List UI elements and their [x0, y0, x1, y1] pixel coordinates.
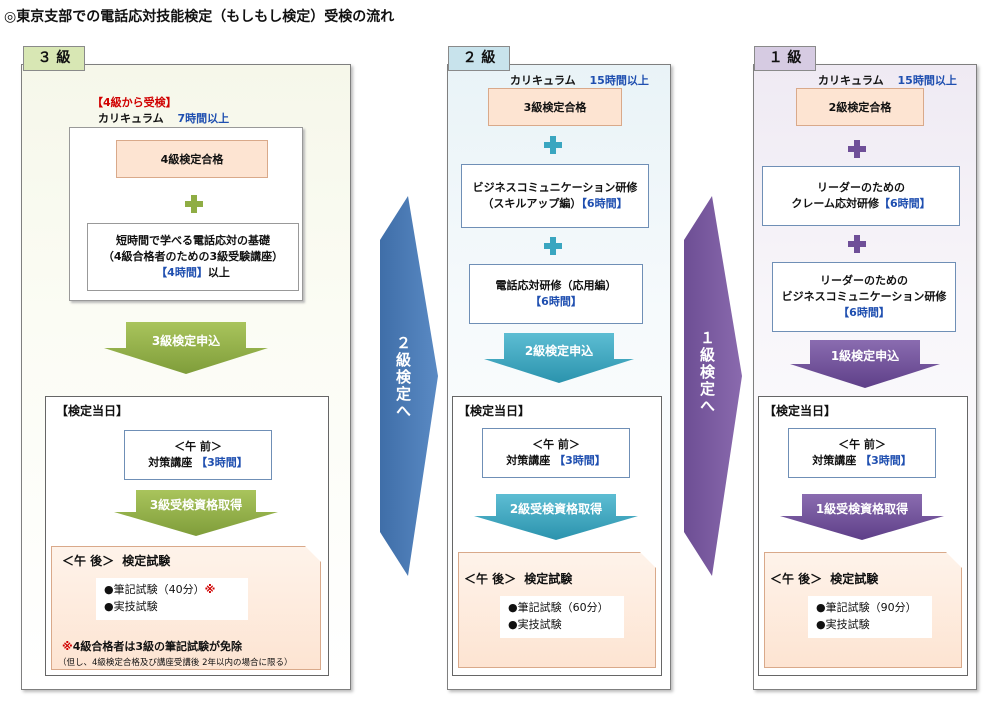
level3-prereq: 4級検定合格	[116, 140, 268, 178]
level2-course1-hours: 【6時間】	[581, 197, 628, 210]
level3-course-box: 短時間で学べる電話応対の基礎 （4級合格者のための3級受験講座） 【4時間】以上	[87, 223, 299, 291]
level1-course1-hours: 【6時間】	[879, 197, 931, 210]
level3-start-label: 【4級から受検】	[92, 96, 177, 109]
level1-course1-line1: リーダーのための	[817, 181, 905, 194]
level2-written: ●筆記試験（60分）	[508, 601, 609, 614]
level3-pm-exam: 検定試験	[122, 554, 171, 568]
level1-prereq: 2級検定合格	[796, 88, 924, 126]
level2-am-box: ＜午 前＞ 対策講座 【3時間】	[482, 428, 630, 478]
level1-am-course: 対策講座	[812, 454, 857, 467]
level1-plus-icon	[848, 140, 866, 158]
level2-course2-line1: 電話応対研修（応用編）	[495, 279, 617, 292]
curriculum-label: カリキュラム	[98, 112, 164, 125]
level2-curriculum: カリキュラム 15時間以上	[510, 72, 649, 88]
level1-exam-list: ●筆記試験（90分） ●実技試験	[808, 596, 932, 638]
level2-apply-label: 2級検定申込	[524, 344, 594, 358]
curriculum-label: カリキュラム	[818, 74, 884, 87]
level2-prereq: 3級検定合格	[488, 88, 622, 126]
level2-pm-label: ＜午 後＞	[464, 572, 517, 586]
level3-curriculum: カリキュラム 7時間以上	[98, 110, 229, 126]
level1-am-hours: 【3時間】	[860, 454, 912, 467]
level3-apply-label: 3級検定申込	[151, 334, 221, 348]
level3-written-mark: ※	[204, 583, 216, 596]
level2-course1-line1: ビジネスコミュニケーション研修	[472, 181, 638, 194]
level3-qualify-arrow	[114, 490, 278, 536]
level1-course1-box: リーダーのための クレーム応対研修【6時間】	[762, 166, 960, 226]
to-level1-arrow	[684, 196, 742, 576]
level3-exam-day-label: 【検定当日】	[56, 404, 129, 418]
level1-qualify-label: 1級受検資格取得	[815, 502, 909, 516]
level1-tab: １ 級	[754, 46, 816, 71]
level1-exam-day-label: 【検定当日】	[764, 404, 837, 418]
level1-pm-label: ＜午 後＞	[770, 572, 823, 586]
level2-pm-corner	[640, 552, 656, 568]
level1-plus-icon-2	[848, 235, 866, 253]
curriculum-hours: 15時間以上	[589, 74, 649, 87]
level2-plus-icon	[544, 136, 562, 154]
level2-plus-icon-2	[544, 237, 562, 255]
level3-note1: ※4級合格者は3級の筆記試験が免除	[62, 638, 242, 654]
level3-am-label: ＜午 前＞	[174, 440, 222, 453]
level1-pm-exam: 検定試験	[830, 572, 879, 586]
level1-course2-line1: リーダーのための	[820, 274, 908, 287]
level1-course1-line2: クレーム応対研修	[791, 197, 879, 210]
level3-course-line2: （4級合格者のための3級受験講座）	[102, 250, 284, 263]
level1-am-box: ＜午 前＞ 対策講座 【3時間】	[788, 428, 936, 478]
level3-note2: （但し、4級検定合格及び講座受講後 2年以内の場合に限る）	[58, 658, 293, 668]
level1-qualify-arrow	[780, 494, 944, 540]
level3-qualify-label: 3級受検資格取得	[149, 498, 243, 512]
curriculum-hours: 7時間以上	[177, 112, 230, 125]
level2-qualify-arrow	[474, 494, 638, 540]
to-level1-label: １級検定へ	[698, 330, 716, 415]
level2-apply-arrow	[484, 333, 634, 383]
level2-tab: ２ 級	[448, 46, 510, 71]
level3-note1-text: 4級合格者は3級の筆記試験が免除	[72, 640, 243, 653]
level2-course2-hours: 【6時間】	[530, 295, 582, 308]
level3-exam-list: ●筆記試験（40分）※ ●実技試験	[96, 578, 248, 620]
to-level2-label: ２級検定へ	[394, 335, 412, 420]
level1-course2-box: リーダーのための ビジネスコミュニケーション研修 【6時間】	[772, 262, 956, 332]
curriculum-label: カリキュラム	[510, 74, 576, 87]
to-level2-arrow	[380, 196, 438, 576]
level2-practical: ●実技試験	[508, 618, 562, 631]
level1-pm-corner	[946, 552, 962, 568]
page-title: ◎東京支部での電話応対技能検定（もしもし検定）受検の流れ	[4, 9, 395, 25]
level3-pm-label: ＜午 後＞	[62, 554, 115, 568]
level1-curriculum: カリキュラム 15時間以上	[818, 72, 957, 88]
level1-course2-line2: ビジネスコミュニケーション研修	[781, 290, 947, 303]
level1-practical: ●実技試験	[816, 618, 870, 631]
level3-tab: ３ 級	[23, 46, 85, 71]
level1-pm-title: ＜午 後＞ 検定試験	[770, 570, 878, 587]
level3-pm-title: ＜午 後＞ 検定試験	[62, 552, 170, 569]
level3-am-hours: 【3時間】	[196, 456, 248, 469]
level3-note1-mark: ※	[62, 640, 73, 653]
level1-course2-hours: 【6時間】	[838, 306, 890, 319]
curriculum-hours: 15時間以上	[897, 74, 957, 87]
level3-practical: ●実技試験	[104, 600, 158, 613]
level1-apply-arrow	[790, 340, 940, 388]
level2-exam-day-label: 【検定当日】	[458, 404, 531, 418]
level3-written: ●筆記試験（40分）	[104, 583, 205, 596]
level2-course1-box: ビジネスコミュニケーション研修 （スキルアップ編）【6時間】	[461, 164, 649, 228]
level3-course-line1: 短時間で学べる電話応対の基礎	[116, 234, 270, 247]
level1-am-label: ＜午 前＞	[838, 438, 886, 451]
level2-pm-exam: 検定試験	[524, 572, 573, 586]
level1-written: ●筆記試験（90分）	[816, 601, 917, 614]
level3-course-suffix: 以上	[207, 266, 230, 279]
level3-am-course: 対策講座	[148, 456, 193, 469]
level3-am-box: ＜午 前＞ 対策講座 【3時間】	[124, 430, 272, 480]
level2-am-hours: 【3時間】	[554, 454, 606, 467]
level3-pm-corner	[305, 546, 321, 562]
level2-course2-box: 電話応対研修（応用編） 【6時間】	[469, 264, 643, 324]
level2-course1-line2: （スキルアップ編）	[482, 197, 582, 210]
level2-qualify-label: 2級受検資格取得	[509, 502, 603, 516]
level3-course-hours: 【4時間】	[156, 266, 208, 279]
level1-apply-label: 1級検定申込	[830, 349, 900, 363]
level2-pm-title: ＜午 後＞ 検定試験	[464, 570, 572, 587]
level2-am-course: 対策講座	[506, 454, 551, 467]
level3-apply-arrow	[104, 322, 268, 374]
level3-plus-icon	[185, 195, 203, 213]
level2-am-label: ＜午 前＞	[532, 438, 580, 451]
level2-exam-list: ●筆記試験（60分） ●実技試験	[500, 596, 624, 638]
